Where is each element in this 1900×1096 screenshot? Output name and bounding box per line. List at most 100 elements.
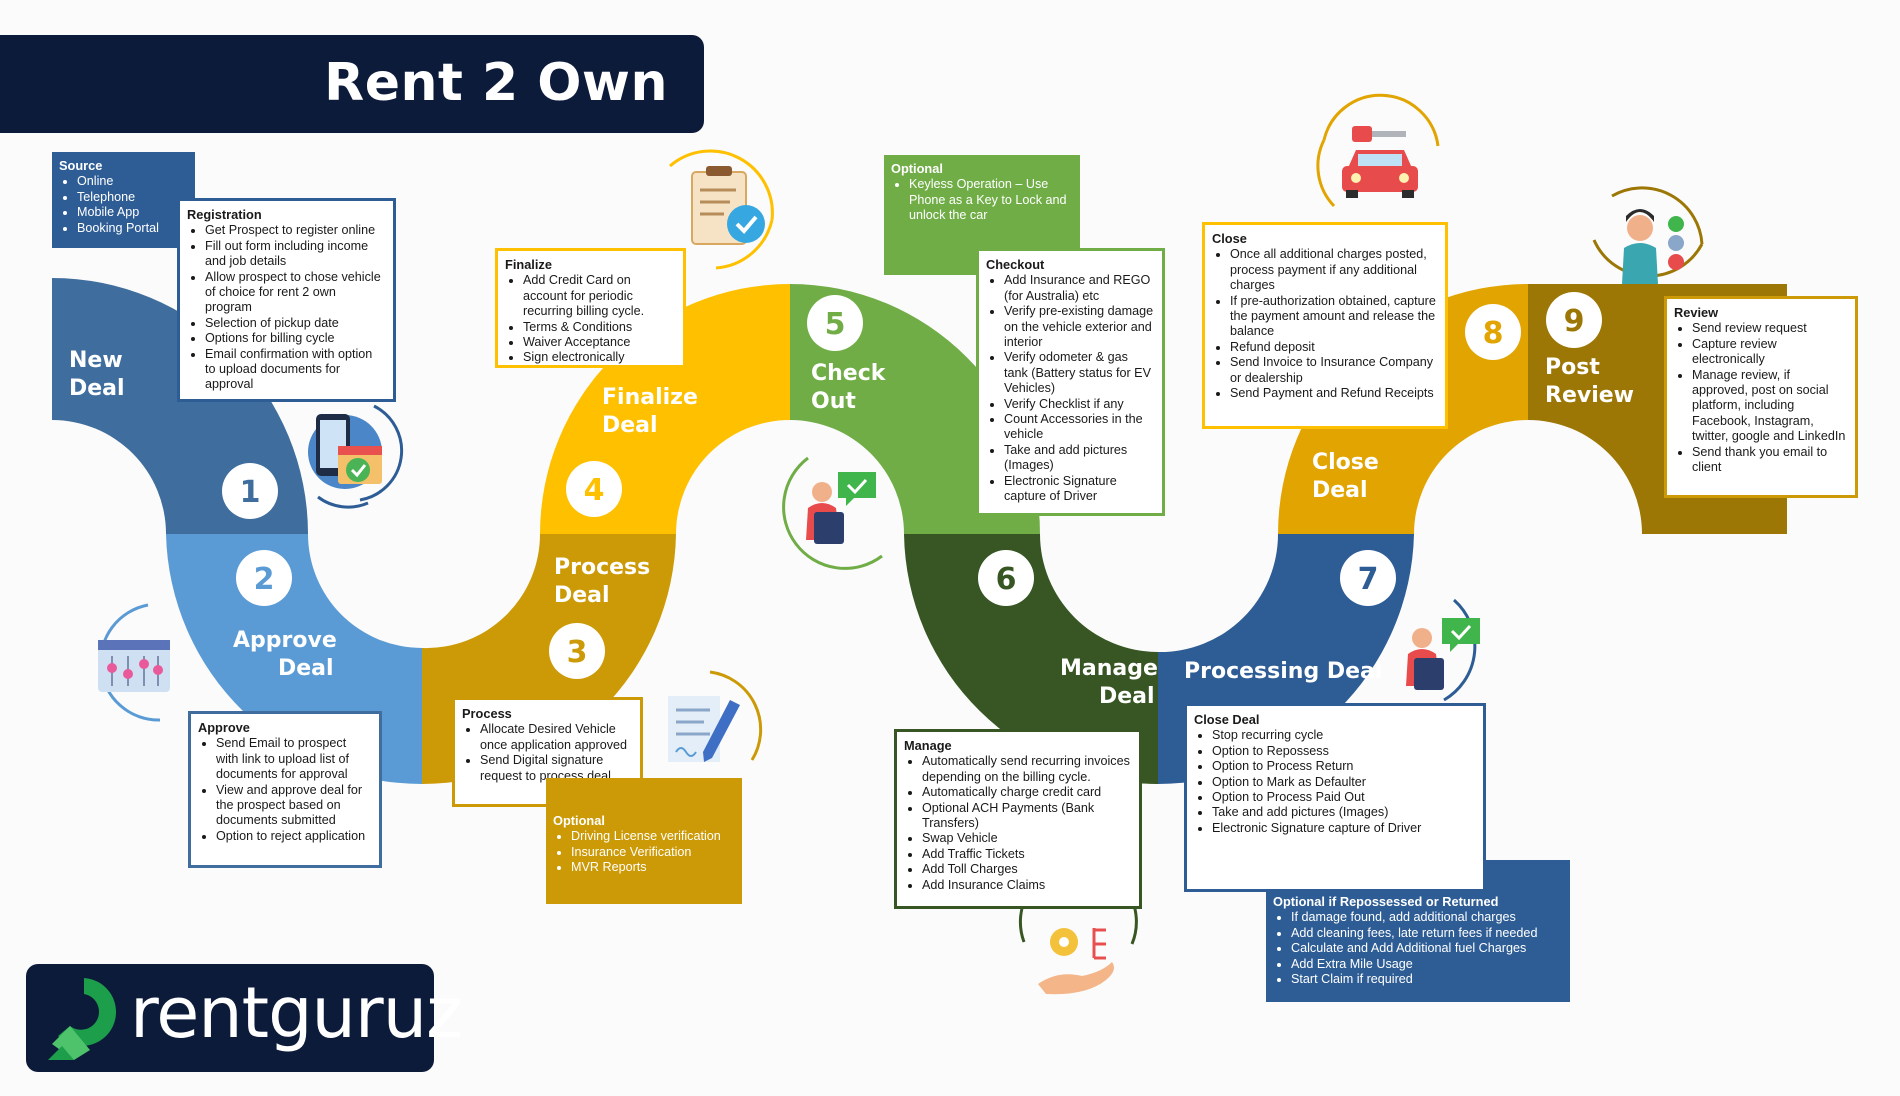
approve-list: Send Email to prospect with link to uplo…	[198, 736, 372, 844]
list-item: Verify pre-existing damage on the vehicl…	[1004, 304, 1155, 350]
stage-9-label-1: Post	[1545, 355, 1600, 380]
svg-text:5: 5	[825, 307, 846, 342]
source-list: OnlineTelephoneMobile AppBooking Portal	[59, 174, 188, 236]
manage-box: ManageAutomatically send recurring invoi…	[894, 729, 1142, 909]
list-item: If damage found, add additional charges	[1291, 910, 1563, 925]
stage-2-label-1: Approve	[233, 628, 337, 653]
stage-8-label-1: Close	[1312, 450, 1379, 475]
rentguruz-logo-mark-icon	[48, 978, 117, 1060]
repossessed-optional-list: If damage found, add additional chargesA…	[1273, 910, 1563, 987]
approve-box: ApproveSend Email to prospect with link …	[188, 711, 382, 868]
list-item: Option to Repossess	[1212, 744, 1476, 759]
list-item: Send Email to prospect with link to uplo…	[216, 736, 372, 782]
list-item: View and approve deal for the prospect b…	[216, 783, 372, 829]
list-item: Automatically charge credit card	[922, 785, 1132, 800]
stage-7-label: Processing Deal	[1184, 659, 1382, 684]
svg-text:2: 2	[254, 562, 275, 597]
svg-text:9: 9	[1564, 304, 1585, 339]
list-item: Waiver Acceptance	[523, 335, 676, 350]
list-item: Email confirmation with option to upload…	[205, 347, 386, 393]
list-item: Option to Process Return	[1212, 759, 1476, 774]
svg-text:4: 4	[584, 473, 605, 508]
stage-6-segment	[904, 534, 1158, 784]
list-item: Add Insurance and REGO (for Australia) e…	[1004, 273, 1155, 304]
list-item: Calculate and Add Additional fuel Charge…	[1291, 941, 1563, 956]
list-item: Count Accessories in the vehicle	[1004, 412, 1155, 443]
manage-list: Automatically send recurring invoices de…	[904, 754, 1132, 893]
list-item: Driving License verification	[571, 829, 735, 844]
page-title: Rent 2 Own	[324, 53, 668, 113]
list-item: Add Toll Charges	[922, 862, 1132, 877]
list-item: Telephone	[77, 190, 188, 205]
list-item: Option to reject application	[216, 829, 372, 844]
list-item: Fill out form including income and job d…	[205, 239, 386, 270]
svg-text:1: 1	[240, 475, 261, 510]
finalize-box: FinalizeAdd Credit Card on account for p…	[495, 248, 686, 368]
list-item: Start Claim if required	[1291, 972, 1563, 987]
svg-text:3: 3	[567, 635, 588, 670]
svg-text:7: 7	[1358, 562, 1379, 597]
process-list: Allocate Desired Vehicle once applicatio…	[462, 722, 633, 784]
stage-3-label-1: Process	[554, 555, 650, 580]
stage-9-label-2: Review	[1545, 383, 1634, 408]
list-item: Capture review electronically	[1692, 337, 1848, 368]
list-item: Sign electronically	[523, 350, 676, 365]
list-item: Automatically send recurring invoices de…	[922, 754, 1132, 785]
clipboard-check-icon	[669, 149, 774, 270]
list-item: Add Credit Card on account for periodic …	[523, 273, 676, 319]
list-item: Booking Portal	[77, 221, 188, 236]
process-optional-title: Optional	[553, 813, 605, 828]
customer-review-icon	[1592, 186, 1704, 284]
list-item: Keyless Operation – Use Phone as a Key t…	[909, 177, 1073, 223]
close-deal-box: Close DealStop recurring cycleOption to …	[1184, 703, 1486, 892]
checkout-box: CheckoutAdd Insurance and REGO (for Aust…	[976, 248, 1165, 516]
finalize-list: Add Credit Card on account for periodic …	[505, 273, 676, 365]
list-item: Insurance Verification	[571, 845, 735, 860]
stage-4-label-2: Deal	[602, 413, 658, 438]
stage-5-label-1: Check	[811, 361, 887, 386]
stage-3-label-2: Deal	[554, 583, 610, 608]
car-key-icon	[1316, 93, 1440, 208]
list-item: Send Invoice to Insurance Company or dea…	[1230, 355, 1438, 386]
registration-title: Registration	[187, 207, 262, 222]
approve-title: Approve	[198, 720, 250, 735]
stage-6-label-2: Deal	[1099, 684, 1155, 709]
list-item: Send review request	[1692, 321, 1848, 336]
list-item: Swap Vehicle	[922, 831, 1132, 846]
registration-phone-calendar-icon	[308, 404, 404, 509]
list-item: Optional ACH Payments (Bank Transfers)	[922, 801, 1132, 832]
stage-7-number: 7	[1340, 550, 1396, 606]
hand-gear-icon	[1018, 862, 1138, 995]
close-box: CloseOnce all additional charges posted,…	[1202, 222, 1448, 429]
stage-6-number: 6	[978, 550, 1034, 606]
person-chat-check-icon-2	[1406, 598, 1480, 702]
list-item: Get Prospect to register online	[205, 223, 386, 238]
list-item: Option to Mark as Defaulter	[1212, 775, 1476, 790]
signature-pen-icon	[668, 670, 763, 762]
close-deal-title: Close Deal	[1194, 712, 1260, 727]
list-item: Online	[77, 174, 188, 189]
stage-5-label-2: Out	[811, 389, 856, 414]
process-title: Process	[462, 706, 512, 721]
list-item: Manage review, if approved, post on soci…	[1692, 368, 1848, 445]
stage-4-label-1: Finalize	[602, 385, 698, 410]
list-item: Add Traffic Tickets	[922, 847, 1132, 862]
stage-1-number: 1	[222, 463, 278, 519]
checkout-optional-title: Optional	[891, 161, 943, 176]
close-title: Close	[1212, 231, 1247, 246]
stage-4-number: 4	[566, 461, 622, 517]
list-item: Once all additional charges posted, proc…	[1230, 247, 1438, 293]
rentguruz-logo: rentguruz	[26, 964, 463, 1072]
stage-9-number: 9	[1546, 292, 1602, 348]
title-bar: Rent 2 Own	[0, 35, 704, 133]
list-item: Send Payment and Refund Receipts	[1230, 386, 1438, 401]
manage-title: Manage	[904, 738, 952, 753]
repossessed-optional-title: Optional if Repossessed or Returned	[1273, 894, 1499, 909]
finalize-title: Finalize	[505, 257, 552, 272]
list-item: Take and add pictures (Images)	[1212, 805, 1476, 820]
list-item: Allocate Desired Vehicle once applicatio…	[480, 722, 633, 753]
list-item: If pre-authorization obtained, capture t…	[1230, 294, 1438, 340]
checkout-optional-list: Keyless Operation – Use Phone as a Key t…	[891, 177, 1073, 223]
stage-1-label-2: Deal	[69, 376, 125, 401]
registration-box: RegistrationGet Prospect to register onl…	[177, 198, 396, 402]
